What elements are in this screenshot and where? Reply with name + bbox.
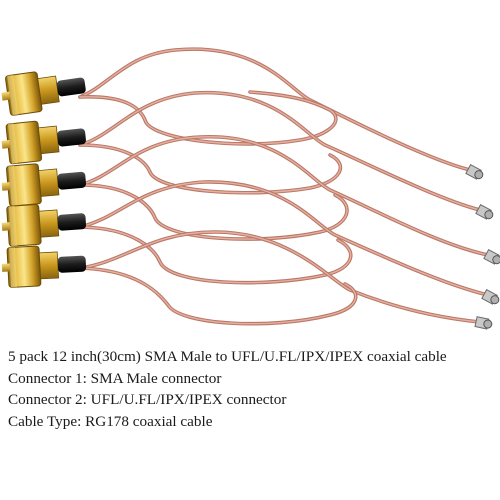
ufl-connector-1 [465, 163, 484, 180]
ufl-connector-3 [483, 248, 500, 265]
cable-4 [78, 180, 490, 297]
spec-title: 5 pack 12 inch(30cm) SMA Male to UFL/U.F… [8, 348, 447, 365]
ufl-connectors [465, 163, 500, 330]
ufl-connector-2 [475, 203, 494, 220]
spec-connector-1: Connector 1: SMA Male connector [8, 369, 222, 387]
product-specs: 5 pack 12 inch(30cm) SMA Male to UFL/U.F… [8, 346, 498, 432]
sma-connector-3 [1, 163, 87, 207]
coaxial-cables [78, 47, 490, 326]
ufl-connector-5 [474, 316, 493, 330]
cable-1 [78, 47, 472, 172]
spec-cable-type: Cable Type: RG178 coaxial cable [8, 412, 213, 430]
sma-connector-2 [1, 120, 86, 165]
sma-connector-4 [1, 203, 87, 247]
ufl-connector-4 [481, 288, 500, 305]
spec-connector-2: Connector 2: UFL/U.FL/IPX/IPEX connector [8, 391, 287, 408]
product-photo [1, 47, 500, 330]
cable-5 [78, 230, 482, 326]
sma-connectors [1, 71, 87, 288]
sma-connector-1 [1, 71, 86, 116]
sma-connector-5 [1, 245, 87, 288]
